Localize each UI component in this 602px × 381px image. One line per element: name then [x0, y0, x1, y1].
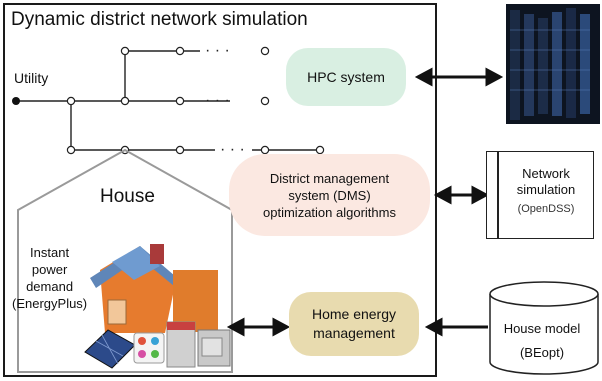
dms-line: system (DMS)	[288, 187, 371, 203]
dms-node: District management system (DMS) optimiz…	[229, 154, 430, 236]
house-illustration	[90, 244, 218, 333]
dms-line: District management	[269, 170, 390, 186]
house-outline	[17, 148, 233, 373]
solar-panel-icon	[84, 329, 136, 369]
server-rack-image	[506, 4, 600, 124]
network-simulation-label: Network simulation (OpenDSS)	[516, 166, 576, 215]
dms-line: optimization algorithms	[263, 204, 396, 220]
utility-node	[12, 97, 20, 105]
arrow-house-model	[424, 317, 488, 337]
diagram-title: Dynamic district network simulation	[11, 9, 308, 30]
bus-node	[175, 145, 185, 155]
power-demand-label: Instant power demand (EnergyPlus)	[12, 245, 88, 311]
house-model-label: House model (BEopt)	[503, 321, 581, 360]
bus-node	[66, 145, 76, 155]
bus-node	[260, 46, 270, 56]
bus-node	[260, 96, 270, 106]
utility-label: Utility	[14, 70, 49, 86]
arrow-house-hem	[226, 317, 291, 337]
home-energy-management-node: Home energy management	[289, 292, 419, 356]
bus-node	[260, 145, 270, 155]
bus-node	[175, 46, 185, 56]
district-simulation-frame	[3, 3, 437, 377]
bus-node	[66, 96, 76, 106]
ellipsis-middle: · · ·	[205, 92, 230, 109]
appliances-icon	[133, 321, 231, 368]
network-simulation-box-divider	[497, 151, 499, 239]
house-label: House	[100, 186, 155, 207]
house-model-database-icon	[489, 281, 599, 375]
bus-node	[315, 145, 325, 155]
arrow-network-sim	[433, 185, 490, 205]
ellipsis-top: · · ·	[205, 42, 230, 59]
bus-node	[120, 96, 130, 106]
network-simulation-box	[486, 151, 594, 239]
bus-node	[175, 96, 185, 106]
bus-node	[120, 46, 130, 56]
arrow-hpc	[414, 67, 504, 87]
ellipsis-bottom: · · ·	[220, 141, 245, 158]
hpc-system-node: HPC system	[286, 48, 406, 106]
